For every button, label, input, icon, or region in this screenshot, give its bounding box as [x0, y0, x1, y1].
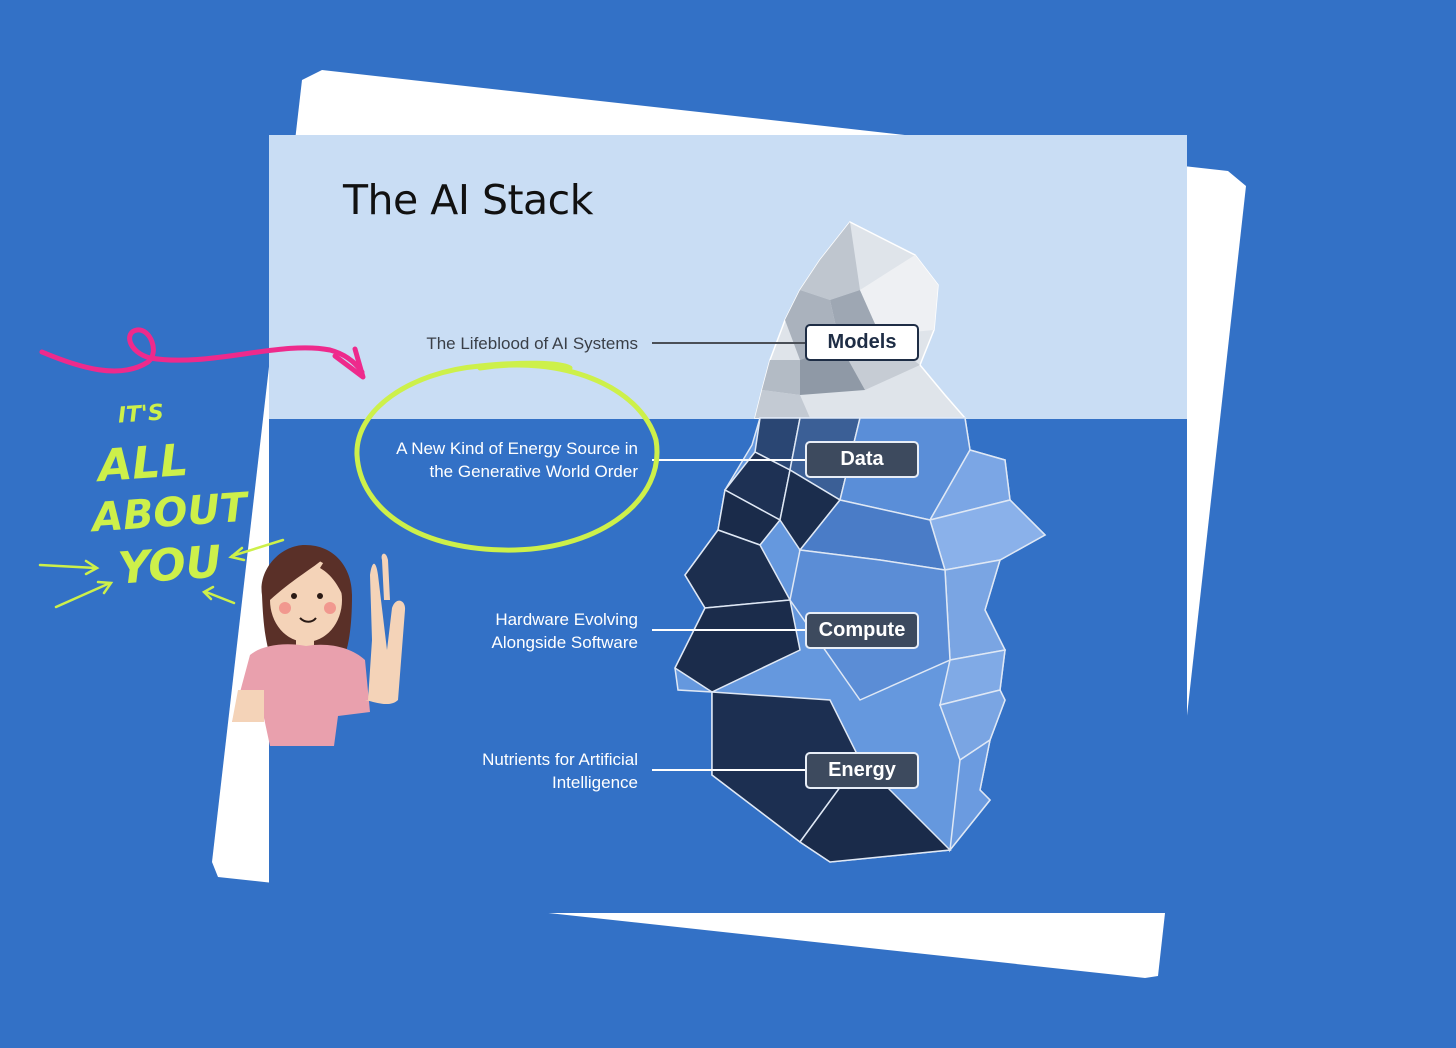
energy-description-line2: Intelligence — [551, 773, 638, 792]
layer-data-label: Data — [805, 441, 919, 478]
energy-description-line1: Nutrients for Artificial — [482, 750, 638, 769]
pink-arrow — [39, 327, 366, 380]
models-description: The Lifeblood of AI Systems — [426, 334, 638, 353]
layer-energy-label: Energy — [805, 752, 919, 789]
handwriting-arrows — [38, 538, 285, 609]
layer-models-label: Models — [805, 324, 919, 361]
highlight-circle — [354, 360, 660, 553]
handwriting-line1: IT'S — [117, 400, 165, 429]
handwriting-line4: YOU — [116, 536, 224, 595]
girl-illustration — [232, 545, 406, 746]
data-description-line2: the Generative World Order — [429, 462, 639, 481]
sky-region — [269, 135, 1187, 419]
page-title: The AI Stack — [343, 176, 593, 224]
data-description-line1: A New Kind of Energy Source in — [396, 439, 638, 458]
data-description: A New Kind of Energy Source in the Gener… — [396, 437, 638, 483]
compute-description: Hardware Evolving Alongside Software — [492, 608, 638, 654]
compute-description-line1: Hardware Evolving — [495, 610, 638, 629]
energy-description: Nutrients for Artificial Intelligence — [482, 748, 638, 794]
layer-compute-label: Compute — [805, 612, 919, 649]
handwriting-line2: ALL — [96, 434, 190, 493]
compute-description-line2: Alongside Software — [491, 633, 638, 652]
